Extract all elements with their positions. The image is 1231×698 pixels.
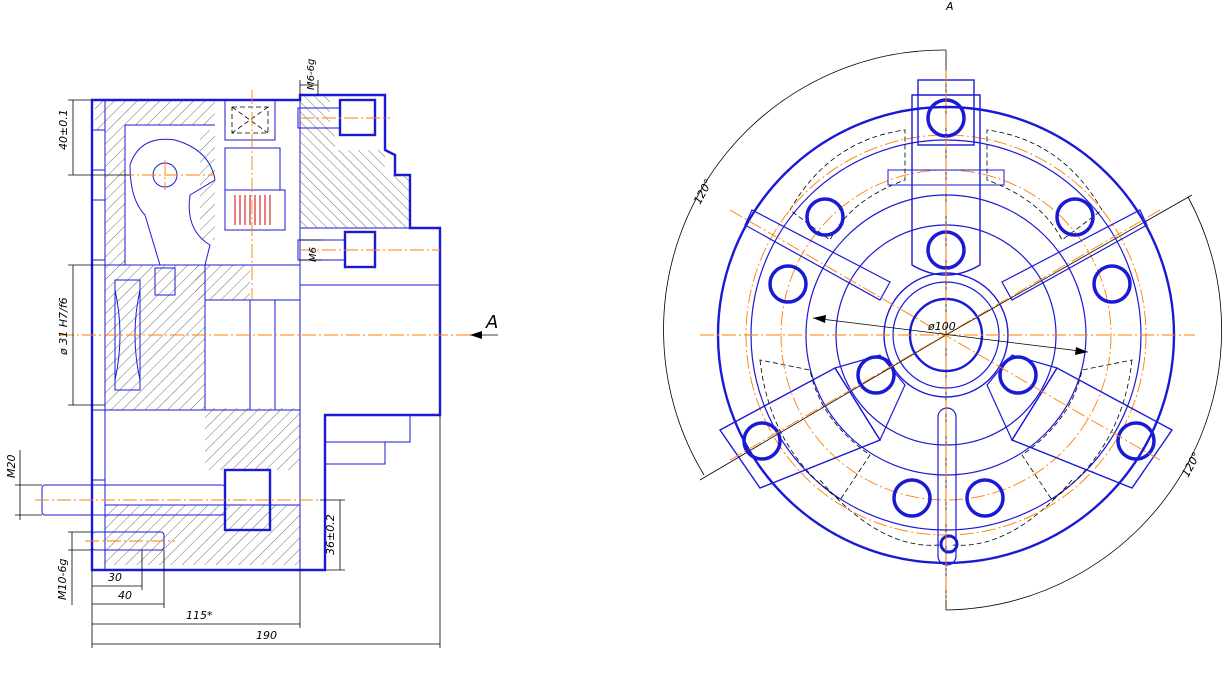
- spring-assembly: [224, 99, 286, 231]
- section-centerlines: [35, 90, 480, 542]
- dim-offset-right: 36±0.2: [324, 514, 337, 555]
- dim-thread-pin: M10-6g: [56, 559, 69, 600]
- dim-len-190: 190: [256, 629, 277, 642]
- dim-thread-left: M20: [5, 455, 18, 479]
- section-view: A 40±0.1 ø 31 H7/f6 M20 M10-6g: [5, 59, 498, 648]
- section-hatching: [95, 95, 410, 565]
- hidden-pockets: [759, 129, 1133, 546]
- dim-top-offset: 40±0.1: [57, 109, 70, 150]
- dim-thread-mid: M6: [308, 247, 319, 262]
- front-view: A 120° 120°: [663, 0, 1223, 611]
- angle-upper-left: 120°: [691, 177, 715, 207]
- dim-len-30: 30: [108, 571, 122, 584]
- dim-thread-top: M6-6g: [306, 59, 317, 90]
- bolt-holes: [742, 98, 1156, 554]
- front-view-label: A: [945, 0, 954, 13]
- dim-bore-fit: ø 31 H7/f6: [57, 297, 70, 356]
- dim-len-115: 115*: [186, 609, 213, 622]
- angle-lower-right: 120°: [1179, 450, 1203, 480]
- section-dimensions: 40±0.1 ø 31 H7/f6 M20 M10-6g M6-6g: [5, 59, 441, 648]
- dim-len-40: 40: [118, 589, 132, 602]
- chuck-body-outline: [90, 93, 442, 572]
- view-arrow-label: A: [485, 312, 498, 333]
- view-arrow-a: A: [470, 312, 498, 339]
- dia-100-callout: ø100: [812, 315, 1089, 355]
- dim-center-dia: ø100: [927, 320, 956, 333]
